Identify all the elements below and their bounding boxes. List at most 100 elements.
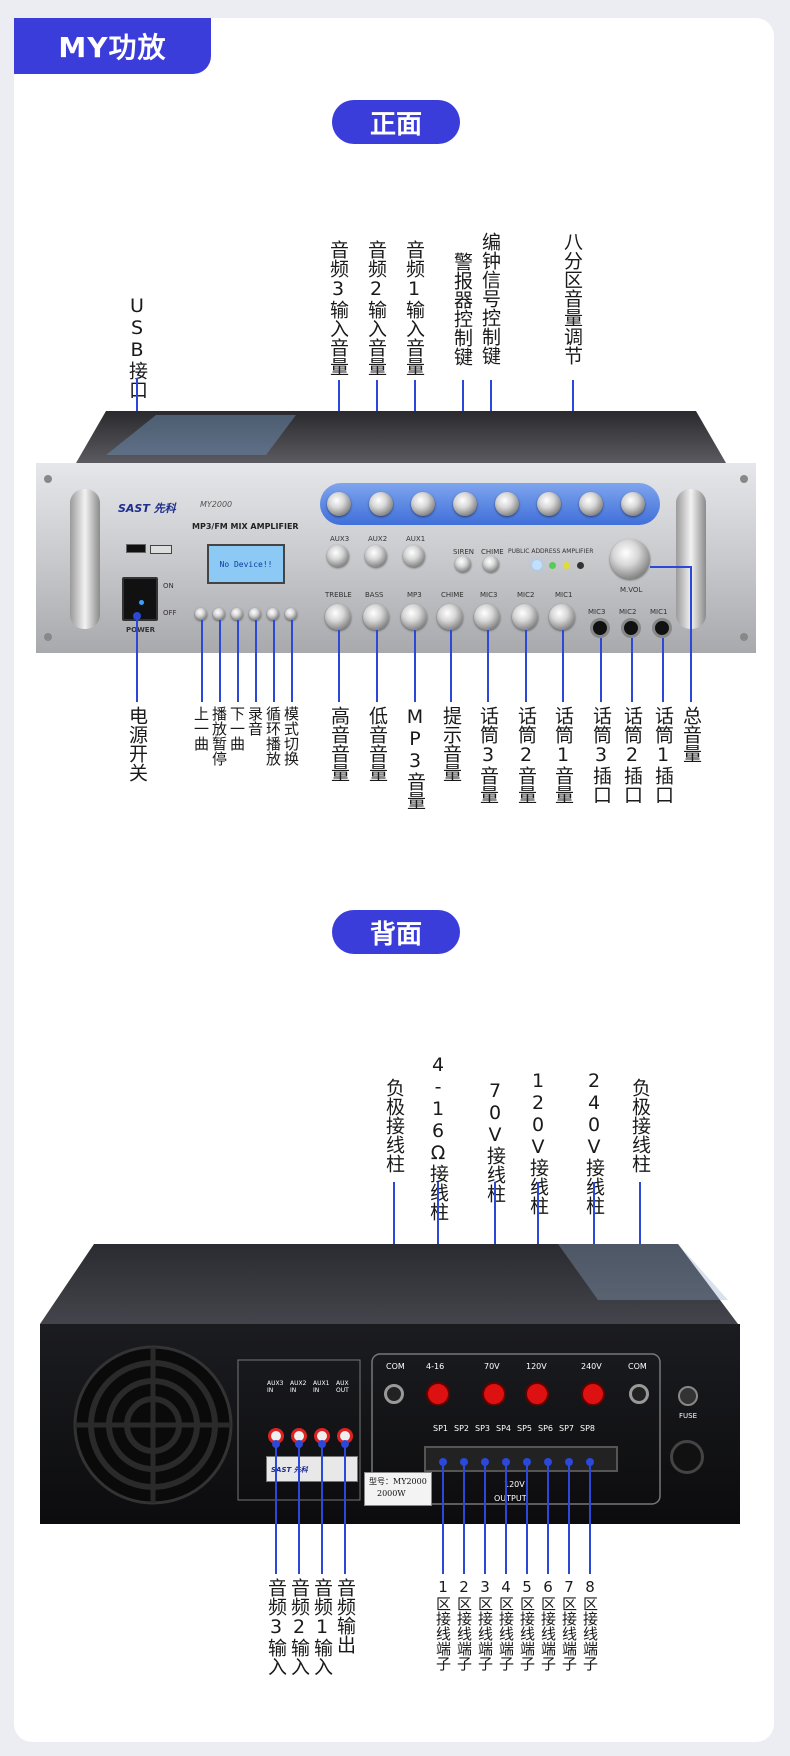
zone-volume-knob-6[interactable]	[537, 492, 561, 516]
70v-post[interactable]	[482, 1382, 506, 1406]
output-label: OUTPUT	[494, 1494, 527, 1503]
aux3-volume-knob[interactable]	[327, 545, 349, 567]
zone-volume-knob-4[interactable]	[453, 492, 477, 516]
mic2-jack[interactable]	[621, 618, 641, 638]
mic1-jack-label: MIC1	[650, 608, 668, 616]
mic3-jack[interactable]	[590, 618, 610, 638]
120v-post[interactable]	[525, 1382, 549, 1406]
terminal-label-70v: 70V	[484, 1362, 500, 1371]
aux2-volume-knob[interactable]	[365, 545, 387, 567]
label-audio2-input-volume: 音频2输入音量	[365, 240, 387, 376]
mic1-jack[interactable]	[652, 618, 672, 638]
label-usb-port: USB接口	[126, 295, 148, 399]
label-120v-terminal: 120V接线柱	[527, 1070, 549, 1215]
brand-title: MY功放	[14, 18, 211, 74]
label-audio1-input: 音频1输入	[311, 1578, 333, 1676]
label-loop-play: 循环播放	[264, 706, 282, 766]
usb-port[interactable]	[126, 544, 146, 553]
record-button[interactable]	[249, 608, 261, 620]
zone-volume-knob-5[interactable]	[495, 492, 519, 516]
chime-volume-knob[interactable]	[437, 604, 463, 630]
pa-text: PUBLIC ADDRESS AMPLIFIER	[508, 548, 594, 555]
mp3-volume-knob[interactable]	[401, 604, 427, 630]
power-led-icon	[139, 600, 144, 605]
zone-volume-knob-2[interactable]	[369, 492, 393, 516]
label-zone7-terminal: 7区接线端子	[560, 1578, 578, 1671]
bass-knob[interactable]	[363, 604, 389, 630]
label-zone8-terminal: 8区接线端子	[581, 1578, 599, 1671]
label-negative-terminal-left: 负极接线柱	[383, 1078, 405, 1173]
terminal-label-com-right: COM	[628, 1362, 647, 1371]
fuse-holder[interactable]	[678, 1386, 698, 1406]
aux1-label: AUX1	[406, 535, 426, 543]
label-chime-volume: 提示音量	[440, 706, 462, 782]
prev-track-button[interactable]	[195, 608, 207, 620]
aux1-in-label: AUX1 IN	[313, 1380, 330, 1394]
label-zone3-terminal: 3区接线端子	[476, 1578, 494, 1671]
front-model: MY2000	[200, 500, 233, 509]
label-mic1-jack: 话筒1插口	[652, 706, 674, 804]
label-audio1-input-volume: 音频1输入音量	[403, 240, 425, 376]
sp5-label: SP5	[517, 1424, 532, 1433]
front-amplifier-device	[36, 411, 756, 653]
zone-terminal-strip[interactable]	[424, 1446, 618, 1472]
com-left-post[interactable]	[384, 1384, 404, 1404]
zone-volume-knob-7[interactable]	[579, 492, 603, 516]
mic2-jack-label: MIC2	[619, 608, 637, 616]
chime-label: CHIME	[481, 548, 504, 556]
model-plate: 型号：MY2000 2000W	[364, 1472, 432, 1506]
terminal-label-com-left: COM	[386, 1362, 405, 1371]
label-audio3-input-volume: 音频3输入音量	[327, 240, 349, 376]
label-zone6-terminal: 6区接线端子	[539, 1578, 557, 1671]
aux1-volume-knob[interactable]	[403, 545, 425, 567]
volt-label: 120V	[504, 1480, 525, 1489]
label-audio3-input: 音频3输入	[265, 1578, 287, 1676]
mic1-vol-label: MIC1	[555, 591, 573, 599]
label-bass-volume: 低音音量	[366, 706, 388, 782]
240v-post[interactable]	[581, 1382, 605, 1406]
loop-play-button[interactable]	[267, 608, 279, 620]
label-master-volume: 总音量	[680, 706, 702, 763]
siren-key[interactable]	[455, 556, 471, 572]
front-section-label: 正面	[332, 100, 460, 144]
mic3-volume-knob[interactable]	[474, 604, 500, 630]
chime-key[interactable]	[483, 556, 499, 572]
mic2-volume-knob[interactable]	[512, 604, 538, 630]
mic1-volume-knob[interactable]	[549, 604, 575, 630]
back-section-label: 背面	[332, 910, 460, 954]
zone-volume-knob-3[interactable]	[411, 492, 435, 516]
model-plate-text: 型号：MY2000	[369, 1477, 427, 1486]
sp7-label: SP7	[559, 1424, 574, 1433]
label-treble-volume: 高音音量	[328, 706, 350, 782]
4-16-ohm-post[interactable]	[426, 1382, 450, 1406]
sp1-label: SP1	[433, 1424, 448, 1433]
sp6-label: SP6	[538, 1424, 553, 1433]
label-eight-zone-volume: 八分区音量调节	[561, 232, 583, 365]
label-zone4-terminal: 4区接线端子	[497, 1578, 515, 1671]
treble-knob[interactable]	[325, 604, 351, 630]
label-zone2-terminal: 2区接线端子	[455, 1578, 473, 1671]
power-led-indicator-icon	[532, 560, 542, 570]
power-off-label: OFF	[163, 609, 177, 617]
power-plate-text: 2000W	[377, 1489, 406, 1498]
master-volume-knob[interactable]	[610, 539, 650, 579]
siren-label: SIREN	[453, 548, 475, 556]
bass-label: BASS	[365, 591, 384, 599]
chime-vol-label: CHIME	[441, 591, 464, 599]
com-right-post[interactable]	[629, 1384, 649, 1404]
label-zone5-terminal: 5区接线端子	[518, 1578, 536, 1671]
label-4-16-ohm-terminal: 4-16Ω接线柱	[427, 1054, 449, 1221]
label-audio-output: 音频输出	[334, 1578, 356, 1654]
zone-volume-knob-8[interactable]	[621, 492, 645, 516]
next-track-button[interactable]	[231, 608, 243, 620]
lcd-display: No Device!!	[207, 544, 285, 584]
lcd-text: No Device!!	[219, 559, 273, 569]
zone-volume-knob-1[interactable]	[327, 492, 351, 516]
rear-label-plate: SAST 先科	[266, 1456, 358, 1482]
label-mic2-jack: 话筒2插口	[621, 706, 643, 804]
prot-led-icon	[577, 562, 584, 569]
play-pause-button[interactable]	[213, 608, 225, 620]
label-power-switch: 电源开关	[126, 706, 148, 782]
mode-switch-button[interactable]	[285, 608, 297, 620]
label-chime-key: 编钟信号控制键	[479, 232, 501, 365]
